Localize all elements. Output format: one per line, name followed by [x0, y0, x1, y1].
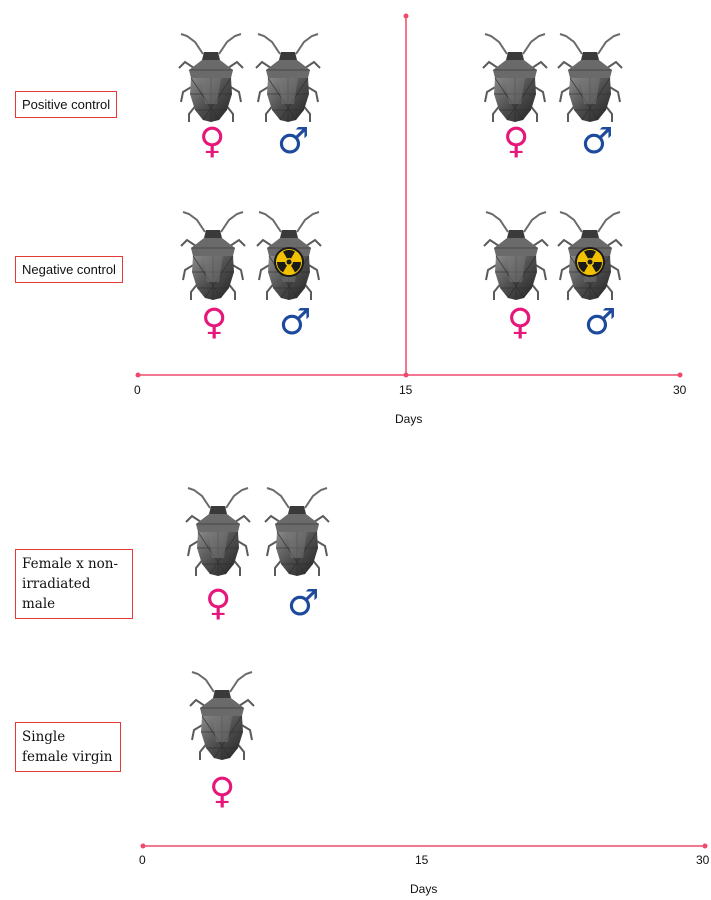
female-symbol-icon: ♀: [503, 124, 529, 160]
stink-bug-icon: [179, 34, 243, 122]
top-axis-title: Days: [395, 412, 422, 426]
stink-bug-icon: [186, 488, 250, 576]
stink-bug-icon: [483, 34, 547, 122]
female-symbol-icon: ♀: [507, 305, 533, 341]
bottom-axis-tick-0: 0: [139, 853, 146, 867]
male-symbol-icon: ♂: [581, 124, 613, 160]
female-symbol-icon: ♀: [201, 305, 227, 341]
female-x-nonirradiated-male-label: Female x non-irradiated male: [15, 549, 133, 619]
bottom-axis-tick-30: 30: [696, 853, 709, 867]
top-axis-start-dot: [136, 373, 141, 378]
stink-bug-icon: [190, 672, 254, 760]
stink-bug-icon: [256, 34, 320, 122]
stink-bug-icon: [181, 212, 245, 300]
divider-top-dot: [404, 14, 409, 19]
top-axis-tick-0: 0: [134, 383, 141, 397]
negative-control-label-text: Negative control: [22, 262, 116, 277]
bottom-axis-end-dot: [703, 844, 708, 849]
bottom-axis-start-dot: [141, 844, 146, 849]
male-symbol-icon: ♂: [279, 305, 311, 341]
top-axis-tick-15: 15: [399, 383, 412, 397]
female-symbol-icon: ♀: [205, 586, 231, 622]
female-symbol-icon: ♀: [199, 124, 225, 160]
top-axis-tick-30: 30: [673, 383, 686, 397]
stink-bug-icon: [484, 212, 548, 300]
female-x-nonirradiated-male-label-text: Female x non-irradiated male: [22, 556, 118, 612]
female-symbol-icon: ♀: [209, 774, 235, 810]
stink-bug-icon: [558, 34, 622, 122]
single-female-virgin-label-text: Single female virgin: [22, 729, 113, 765]
positive-control-label-text: Positive control: [22, 97, 110, 112]
bottom-axis-title: Days: [410, 882, 437, 896]
male-symbol-icon: ♂: [287, 586, 319, 622]
male-symbol-icon: ♂: [584, 305, 616, 341]
negative-control-label: Negative control: [15, 256, 123, 283]
top-axis-mid-dot: [404, 373, 409, 378]
top-axis-end-dot: [678, 373, 683, 378]
bottom-axis-tick-15: 15: [415, 853, 428, 867]
male-symbol-icon: ♂: [277, 124, 309, 160]
single-female-virgin-label: Single female virgin: [15, 722, 121, 772]
positive-control-label: Positive control: [15, 91, 117, 118]
stink-bug-icon: [265, 488, 329, 576]
